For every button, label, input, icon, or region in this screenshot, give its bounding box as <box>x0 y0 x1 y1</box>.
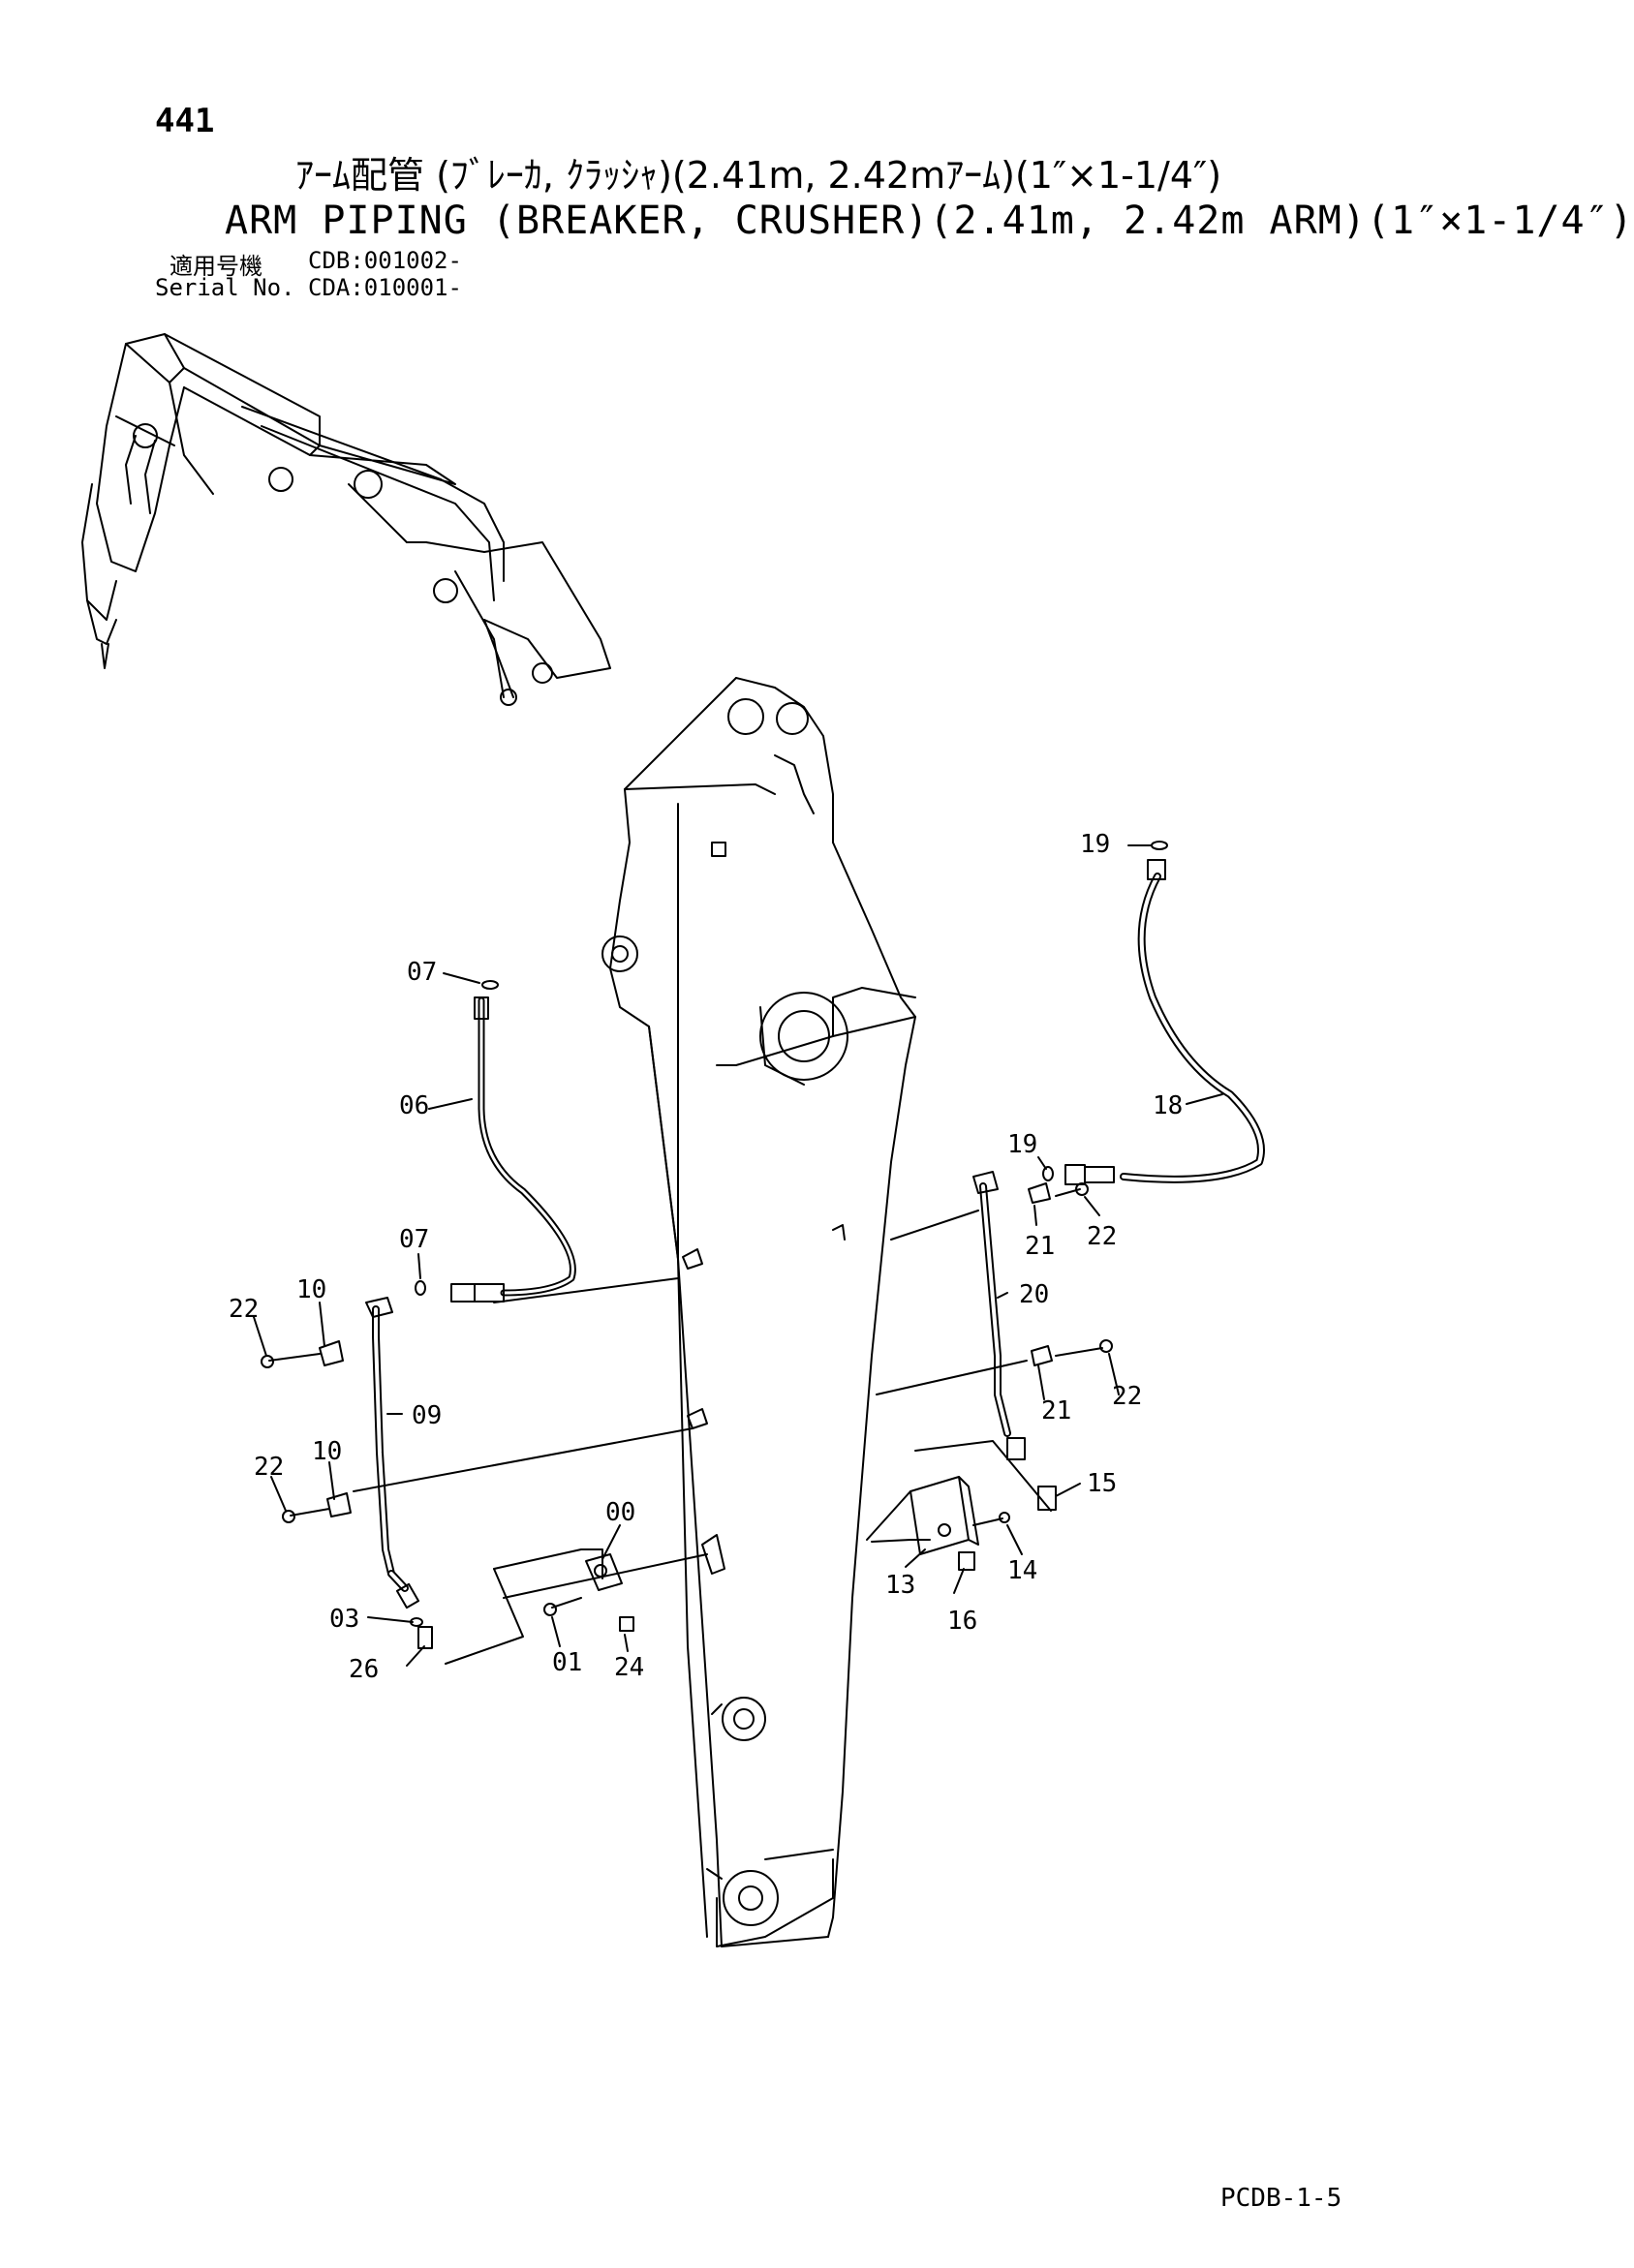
callout-16: 16 <box>947 1607 977 1636</box>
title-japanese: ｱｰﾑ配管 (ﾌﾞﾚｰｶ, ｸﾗｯｼｬ)(2.41m, 2.42mｱｰﾑ)(1″… <box>295 154 1222 197</box>
leader-lines <box>253 844 1223 1667</box>
overview-attachment-illustration <box>81 333 611 706</box>
callout-07b: 07 <box>399 1225 429 1254</box>
title-english: ARM PIPING (BREAKER, CRUSHER)(2.41m, 2.4… <box>225 199 1634 243</box>
serial-value-cda: CDA:010001- <box>308 274 462 301</box>
callout-07a: 07 <box>407 958 437 987</box>
callout-22d: 22 <box>1112 1382 1142 1411</box>
callout-15: 15 <box>1087 1469 1117 1498</box>
arm-illustration <box>601 677 916 1947</box>
serial-value-cdb: CDB:001002- <box>308 247 462 274</box>
callout-21a: 21 <box>1025 1232 1055 1261</box>
callout-26: 26 <box>349 1655 379 1684</box>
callout-09: 09 <box>412 1401 442 1430</box>
page-number: 441 <box>155 102 215 140</box>
callout-18: 18 <box>1153 1091 1183 1120</box>
callout-00: 00 <box>605 1498 635 1527</box>
callout-22c: 22 <box>1087 1222 1117 1251</box>
callout-10b: 10 <box>312 1437 342 1466</box>
callout-22b: 22 <box>254 1453 284 1482</box>
footer-page-code: PCDB-1-5 <box>1220 2184 1342 2213</box>
callout-19b: 19 <box>1007 1130 1037 1159</box>
left-hose-assembly <box>261 980 634 1665</box>
callout-01: 01 <box>552 1648 582 1677</box>
callout-21b: 21 <box>1041 1396 1071 1425</box>
callout-03: 03 <box>329 1605 359 1634</box>
callout-06: 06 <box>399 1091 429 1120</box>
callout-24: 24 <box>614 1653 644 1682</box>
callout-labels: 07 06 07 22 10 09 22 10 00 03 26 01 24 1… <box>229 830 1183 1684</box>
serial-label-english: Serial No. <box>155 274 295 301</box>
right-hose-assembly <box>866 841 1265 1571</box>
callout-10a: 10 <box>296 1275 326 1304</box>
callout-14: 14 <box>1007 1556 1037 1585</box>
callout-19a: 19 <box>1080 830 1110 859</box>
callout-20: 20 <box>1019 1280 1049 1309</box>
serial-label-japanese: 適用号機 <box>170 253 262 280</box>
callout-22a: 22 <box>229 1295 259 1324</box>
callout-13: 13 <box>885 1571 915 1600</box>
